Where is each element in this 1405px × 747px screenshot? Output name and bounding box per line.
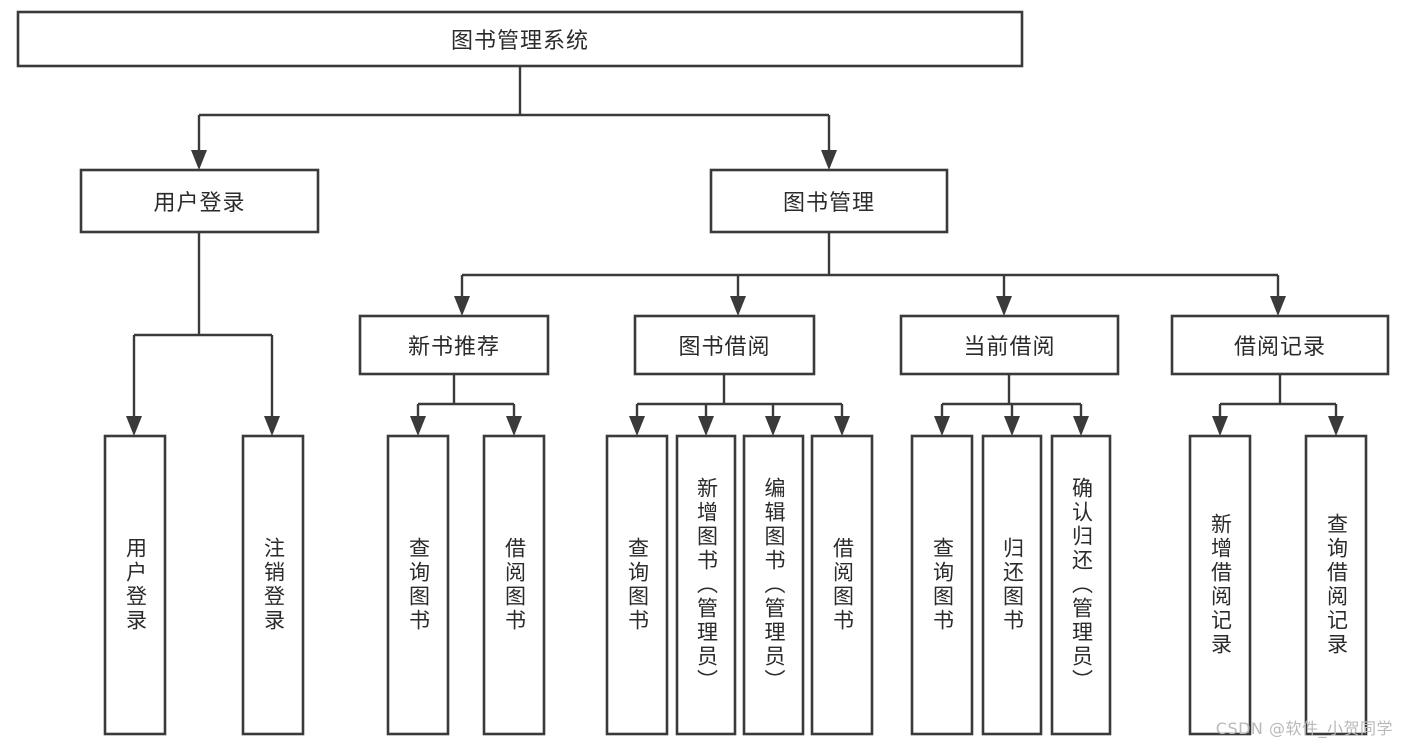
- leaf-node-12[interactable]: [1304, 434, 1368, 736]
- leaf-node-11[interactable]: [1188, 434, 1252, 736]
- leaf-node-3[interactable]: [482, 434, 546, 736]
- arrow-head-icon: [629, 416, 645, 436]
- level3-node-1[interactable]: [633, 314, 816, 376]
- level2-node-1[interactable]: [709, 168, 949, 234]
- arrow-head-icon: [821, 150, 837, 170]
- nodes-layer: [16, 10, 1390, 736]
- arrow-head-icon: [934, 416, 950, 436]
- leaf-node-9[interactable]: [981, 434, 1043, 736]
- connector-line: [197, 66, 829, 160]
- level3-node-3[interactable]: [1170, 314, 1390, 376]
- arrow-head-icon: [996, 296, 1012, 316]
- leaf-node-2[interactable]: [386, 434, 450, 736]
- connector-line: [635, 374, 842, 426]
- arrow-head-icon: [264, 416, 280, 436]
- arrow-head-icon: [1270, 296, 1286, 316]
- connector-line: [416, 374, 514, 426]
- leaf-node-7[interactable]: [810, 434, 874, 736]
- arrow-head-icon: [1073, 416, 1089, 436]
- root-node[interactable]: [16, 10, 1024, 68]
- leaf-node-6[interactable]: [742, 434, 805, 736]
- arrow-head-icon: [410, 416, 426, 436]
- connector-line: [132, 232, 272, 426]
- leaf-node-10[interactable]: [1050, 434, 1112, 736]
- level2-node-0[interactable]: [79, 168, 320, 234]
- arrow-head-icon: [765, 416, 781, 436]
- watermark: CSDN @软件_小贺同学: [1215, 719, 1393, 738]
- level3-node-2[interactable]: [899, 314, 1120, 376]
- arrow-head-icon: [1328, 416, 1344, 436]
- arrow-head-icon: [191, 150, 207, 170]
- connector-line: [1218, 374, 1336, 426]
- arrow-head-icon: [730, 296, 746, 316]
- leaf-node-8[interactable]: [910, 434, 974, 736]
- arrow-head-icon: [126, 416, 142, 436]
- leaf-node-5[interactable]: [675, 434, 737, 736]
- arrow-head-icon: [1004, 416, 1020, 436]
- arrow-head-icon: [454, 296, 470, 316]
- leaf-node-4[interactable]: [605, 434, 669, 736]
- edges-layer: [126, 66, 1344, 436]
- arrow-head-icon: [698, 416, 714, 436]
- level3-node-0[interactable]: [358, 314, 550, 376]
- arrow-head-icon: [506, 416, 522, 436]
- connector-line: [460, 232, 1278, 306]
- leaf-node-1[interactable]: [241, 434, 305, 736]
- arrow-head-icon: [1212, 416, 1228, 436]
- leaf-node-0[interactable]: [103, 434, 167, 736]
- arrow-head-icon: [834, 416, 850, 436]
